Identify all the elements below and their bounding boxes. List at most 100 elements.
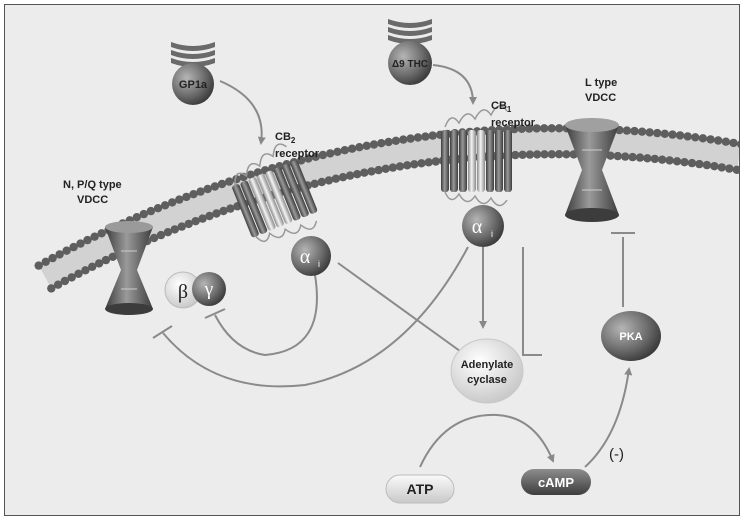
lipid-head (395, 162, 405, 171)
lipid-head (525, 150, 535, 159)
lipid-head (658, 155, 667, 164)
lipid-head (217, 179, 227, 189)
lipid-head (311, 152, 320, 161)
lipid-head (146, 206, 156, 216)
lipid-head (562, 150, 571, 159)
adenylate-cyclase-label-line1: Adenylate (461, 359, 514, 371)
lipid-head (533, 150, 542, 159)
lipid-head (710, 162, 719, 171)
lipid-head (83, 235, 92, 245)
lipid-head (431, 157, 440, 166)
lipid-head (630, 126, 639, 136)
signal-connections (152, 64, 635, 468)
npq-vdcc-label-line2: VDCC (77, 194, 108, 206)
l-vdcc-label-line2: VDCC (585, 92, 616, 104)
lipid-head (672, 157, 682, 166)
lipid-head (518, 150, 527, 159)
cb2-receptor (232, 143, 318, 243)
lipid-head (48, 253, 57, 263)
lipid-head (184, 219, 193, 229)
lipid-head (88, 262, 97, 271)
alpha-i-cb1: α i (462, 205, 504, 247)
lipid-head (170, 225, 179, 234)
svg-text:α: α (300, 246, 311, 268)
lipid-head (369, 140, 379, 149)
lipid-head (714, 136, 723, 145)
lipid-head (212, 209, 221, 218)
lipid-head (198, 214, 207, 223)
lipid-head (384, 137, 393, 147)
lipid-head (90, 232, 99, 241)
lipid-head (547, 150, 556, 159)
lipid-head (345, 171, 355, 180)
cb1-label-suffix: receptor (491, 117, 536, 129)
lipid-head (540, 124, 549, 133)
gamma-subunit: γ (192, 272, 226, 306)
lipid-head (62, 246, 71, 255)
lipid-head (67, 273, 76, 282)
lipid-head (665, 156, 674, 165)
npq-inhibition-bar (152, 325, 173, 339)
lipid-head (132, 213, 141, 222)
lipid-head (310, 179, 319, 188)
lipid-head (253, 168, 263, 177)
lipid-head (168, 198, 177, 207)
lipid-head (547, 124, 556, 133)
lipid-head (153, 204, 163, 213)
alpha-i-cb2: α i (291, 236, 331, 276)
lipid-head (81, 266, 90, 275)
lipid-head (643, 154, 652, 163)
lipid-head (149, 233, 159, 243)
atp-to-camp-arrow (419, 413, 555, 468)
lipid-head (695, 159, 704, 169)
gp1a-label: GP1a (179, 79, 208, 91)
lipid-head (355, 143, 364, 152)
lipid-head (156, 230, 166, 240)
lipid-head (698, 134, 708, 143)
lipid-head (680, 158, 689, 167)
lipid-head (525, 124, 534, 133)
lipid-head (399, 135, 408, 144)
lipid-head (360, 168, 369, 177)
lipid-head (55, 250, 64, 259)
lipid-head (410, 160, 419, 169)
lipid-head (691, 133, 700, 142)
lipid-head (175, 195, 184, 204)
lipid-head (304, 154, 313, 163)
camp-to-pka-arrow (584, 367, 633, 468)
lipid-head (47, 284, 56, 293)
thc-ligand (388, 19, 432, 85)
lipid-head (108, 252, 118, 261)
lipid-head (225, 177, 234, 186)
lipid-head (381, 164, 390, 173)
lipid-head (511, 150, 520, 160)
lipid-head (653, 128, 662, 138)
lipid-head (510, 124, 519, 134)
cb1-inhibit-cyclase (522, 247, 542, 356)
diagram-frame: N, P/Q type VDCC L type VDCC CB2 recepto… (4, 4, 740, 516)
lipid-head (160, 201, 170, 210)
lipid-head (69, 242, 78, 252)
lipid-head (622, 126, 632, 135)
lipid-head (318, 150, 328, 160)
adenylate-cyclase-label-line2: cyclase (467, 374, 507, 386)
lipid-head (226, 204, 235, 213)
lipid-head (637, 127, 647, 136)
lipid-head (540, 150, 549, 159)
lipid-head (41, 257, 50, 266)
lipid-head (331, 174, 341, 183)
lipid-head (76, 239, 85, 248)
lipid-head (388, 163, 398, 172)
lipid-head (702, 160, 712, 170)
lipid-head (403, 161, 412, 170)
lipid-head (182, 192, 191, 202)
camp-label: cAMP (538, 475, 574, 490)
lipid-head (34, 261, 43, 270)
lipid-head (635, 153, 645, 162)
lipid-head (163, 228, 173, 237)
lipid-head (421, 132, 430, 141)
alpha-cb2-inhibit-gamma (214, 274, 318, 357)
lipid-head (60, 276, 70, 286)
l-vdcc-label-line1: L type (585, 77, 617, 89)
svg-text:α: α (472, 216, 483, 238)
